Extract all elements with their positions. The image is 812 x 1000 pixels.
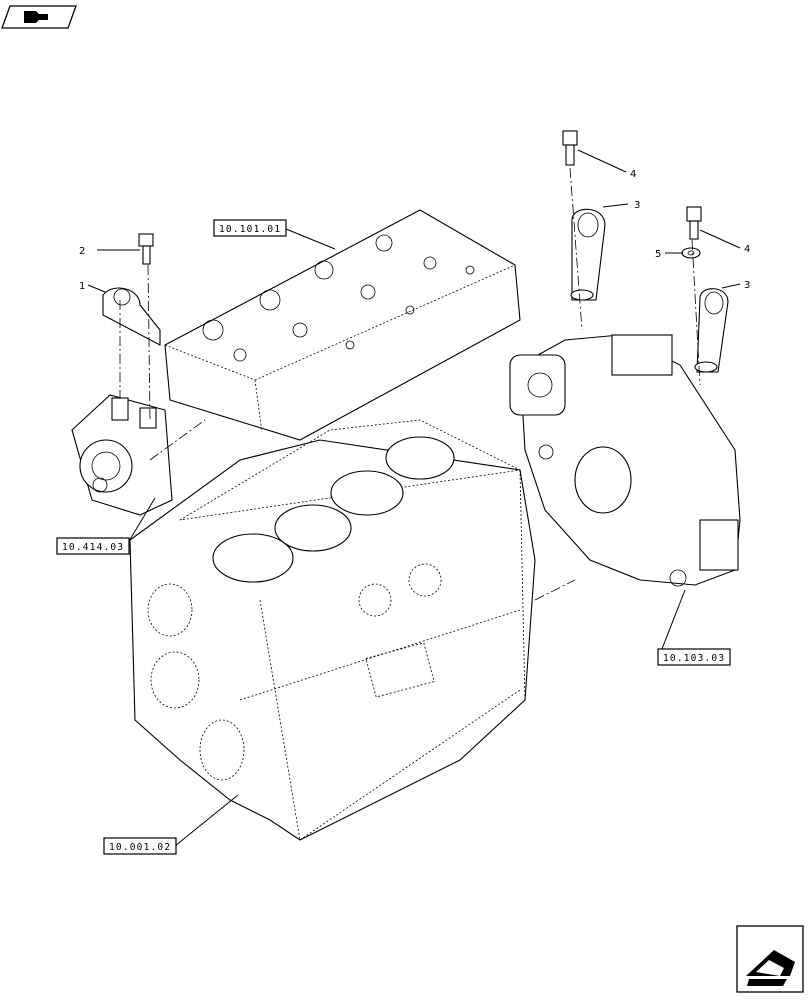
svg-text:10.101.01: 10.101.01 <box>219 224 281 235</box>
centerline <box>691 239 701 386</box>
eye-screw-upper <box>562 130 578 166</box>
water-pump <box>71 394 173 516</box>
washer <box>681 247 701 259</box>
lifting-eye-upper <box>570 208 606 301</box>
lifting-bracket <box>102 287 161 346</box>
cylinder-head <box>164 209 521 441</box>
centerline <box>569 167 583 331</box>
ref-cylinder-head[interactable]: 10.101.01 <box>213 219 287 237</box>
ref-water-pump[interactable]: 10.414.03 <box>56 537 130 555</box>
callout-2: 2 <box>79 246 85 257</box>
svg-text:10.103.03: 10.103.03 <box>663 653 725 664</box>
svg-text:10.414.03: 10.414.03 <box>62 542 124 553</box>
bracket-screw <box>138 233 154 265</box>
svg-text:10.001.02: 10.001.02 <box>109 842 171 853</box>
callout-3-upper: 3 <box>634 200 640 211</box>
centerline <box>149 419 206 461</box>
engine-block <box>129 419 536 841</box>
eye-screw-lower <box>686 206 702 240</box>
callout-1: 1 <box>79 281 85 292</box>
callout-3-lower: 3 <box>744 280 750 291</box>
flywheel-housing <box>509 334 741 587</box>
book-arrow-icon[interactable] <box>1 5 77 29</box>
callout-4-upper: 4 <box>630 169 636 180</box>
callout-5: 5 <box>655 249 661 260</box>
ref-engine-block[interactable]: 10.001.02 <box>103 837 177 855</box>
next-page-arrow-icon[interactable] <box>736 925 804 993</box>
ref-flywheel-housing[interactable]: 10.103.03 <box>657 648 731 666</box>
centerline <box>534 579 576 601</box>
lifting-eye-lower <box>694 288 729 373</box>
callout-4-lower: 4 <box>744 244 750 255</box>
centerline <box>147 264 151 421</box>
